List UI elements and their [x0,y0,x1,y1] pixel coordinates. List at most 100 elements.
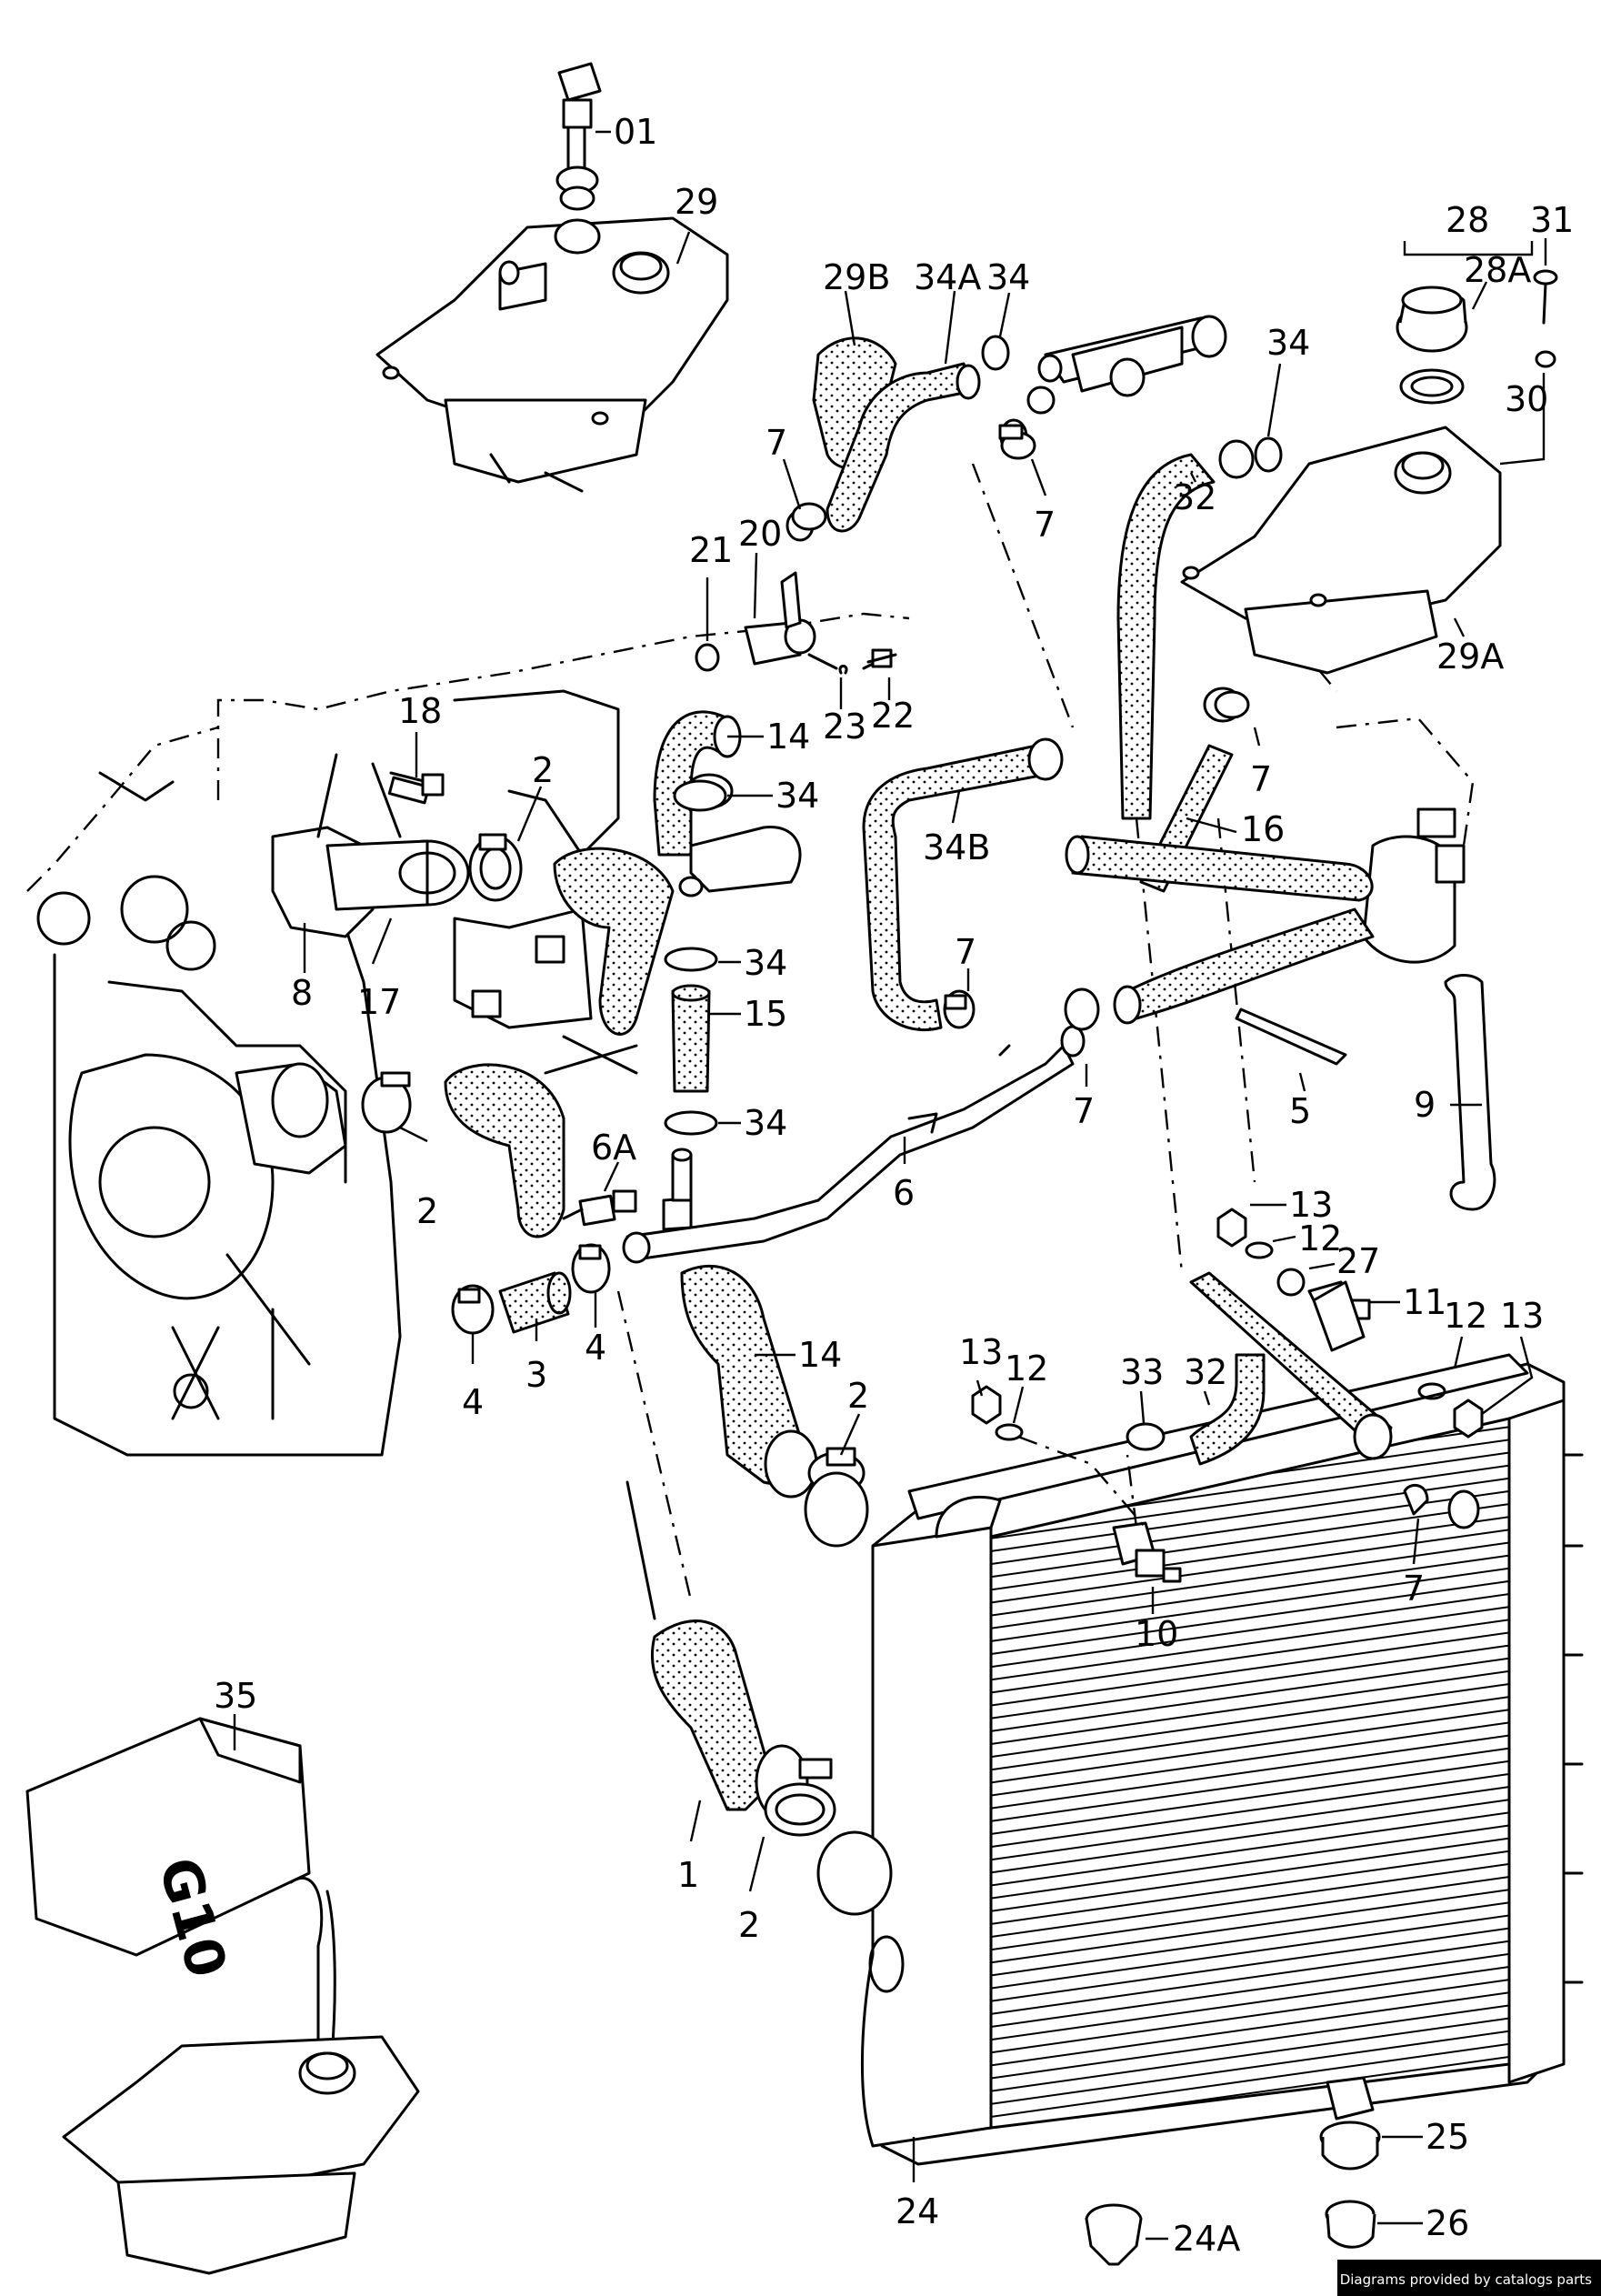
temp-sensor-10 [1112,1521,1182,1583]
guide-line-4 [1017,1435,1146,1529]
part-label-7-f: 7 [1403,1569,1425,1609]
level-sensor-01 [555,62,602,211]
part-label-34-lower-b: 34 [744,1103,787,1143]
part-label-7-d: 7 [955,932,976,972]
cable-tie-5 [1235,1008,1347,1066]
part-label-7-b: 7 [1034,505,1056,545]
part-label-8: 8 [291,973,313,1013]
pump-elbow-hose [235,1062,565,1238]
part-label-30: 30 [1505,379,1548,419]
part-label-34-top: 34 [986,257,1030,297]
screw-31 [1533,269,1558,368]
heater-hose-upper [1071,835,1374,902]
sensor-6A [562,1189,637,1227]
cap-28A [1396,286,1468,405]
part-label-24: 24 [896,2191,939,2231]
part-label-13-b: 13 [1500,1296,1544,1336]
hose-1-lower [650,1619,775,1811]
part-label-15: 15 [744,994,787,1034]
guide-line-1 [1135,817,1184,1274]
part-label-4-right: 4 [585,1328,606,1368]
bolt-18 [389,771,445,797]
part-label-18: 18 [398,691,442,731]
guide-line-2 [971,463,1075,728]
guide-line-3 [616,1290,693,1601]
part-label-33: 33 [1120,1352,1164,1392]
part-label-13-c: 13 [959,1332,1003,1372]
engine-block [26,612,910,1457]
rubber-mounts [1085,2076,1381,2266]
part-label-34-lower-a: 34 [744,943,787,983]
part-label-9: 9 [1414,1085,1436,1125]
part-label-16: 16 [1241,809,1285,849]
part-label-32-lower: 32 [1184,1352,1227,1392]
part-label-22: 22 [871,696,915,736]
part-label-3: 3 [525,1355,547,1395]
part-label-26: 26 [1426,2203,1469,2243]
fitting-11 [1312,1280,1366,1352]
part-label-1: 1 [677,1855,699,1895]
valve-body [689,826,802,893]
credit-bar: Diagrams provided by catalogs parts [1337,2260,1601,2296]
hose-15 [671,989,711,1093]
part-label-23: 23 [823,707,866,747]
part-label-31: 31 [1530,200,1574,240]
part-label-32-top: 32 [1173,477,1216,517]
part-label-29A: 29A [1436,637,1504,677]
part-label-2-mid: 2 [416,1191,438,1231]
part-label-25: 25 [1426,2117,1469,2157]
part-label-28: 28 [1446,200,1489,240]
part-label-27: 27 [1336,1241,1380,1281]
part-label-24A: 24A [1173,2219,1240,2259]
coolant-canister-35: G10 [25,1717,420,2275]
part-label-29B: 29B [823,257,890,297]
hose-clamps-upper [468,833,523,902]
part-label-35: 35 [214,1676,257,1716]
credit-text: Diagrams provided by catalogs parts [1339,2271,1592,2288]
part-labels: 01 29 29B 34A 34 28 31 28A 34 30 7 7 32 … [214,112,1574,2259]
part-label-13-a: 13 [1289,1185,1333,1225]
clamps-4-hose-3 [451,1243,611,1335]
part-label-4-left: 4 [462,1382,484,1422]
part-label-7-c: 7 [1250,759,1272,799]
part-label-12-a: 12 [1298,1218,1342,1258]
hose-34B [862,744,1056,1032]
elbow-hose-upper [553,847,675,1036]
screw-22 [866,653,897,664]
part-label-34-right: 34 [1266,323,1310,363]
clamps-7 [998,424,1250,719]
part-label-34B: 34B [923,827,990,867]
part-label-14-upper: 14 [766,717,810,757]
part-label-12-c: 12 [1005,1349,1048,1389]
part-label-7-e: 7 [1073,1091,1095,1131]
expansion-tank-29 [375,216,729,493]
part-label-01: 01 [614,112,657,152]
part-label-10: 10 [1135,1614,1178,1654]
part-label-12-b: 12 [1444,1296,1487,1336]
hose-32-lower [1189,1271,1393,1457]
part-label-5: 5 [1289,1091,1311,1131]
part-label-21: 21 [689,530,733,570]
part-label-29: 29 [675,182,718,222]
part-label-2-upper: 2 [532,750,554,790]
radiator [804,1353,1584,2166]
hose-32-vertical [1116,453,1216,820]
part-label-34-mid: 34 [775,776,819,816]
clip-9 [1444,974,1496,1211]
hose-34A [826,362,975,533]
part-label-14-lower: 14 [798,1335,842,1375]
part-label-2-lower-b: 2 [738,1905,760,1945]
part-label-20: 20 [738,514,782,554]
thermostat-housing [271,753,470,938]
part-label-28A: 28A [1464,250,1531,290]
part-label-34A: 34A [914,257,981,297]
fitting-20 [695,502,893,675]
part-label-2-lower-a: 2 [847,1376,869,1416]
heater-valve-box [1336,717,1475,964]
part-label-11: 11 [1403,1282,1446,1322]
part-label-17: 17 [357,982,401,1022]
part-label-6: 6 [893,1173,915,1213]
part-label-6A: 6A [591,1128,636,1168]
part-label-7-a: 7 [765,423,787,463]
